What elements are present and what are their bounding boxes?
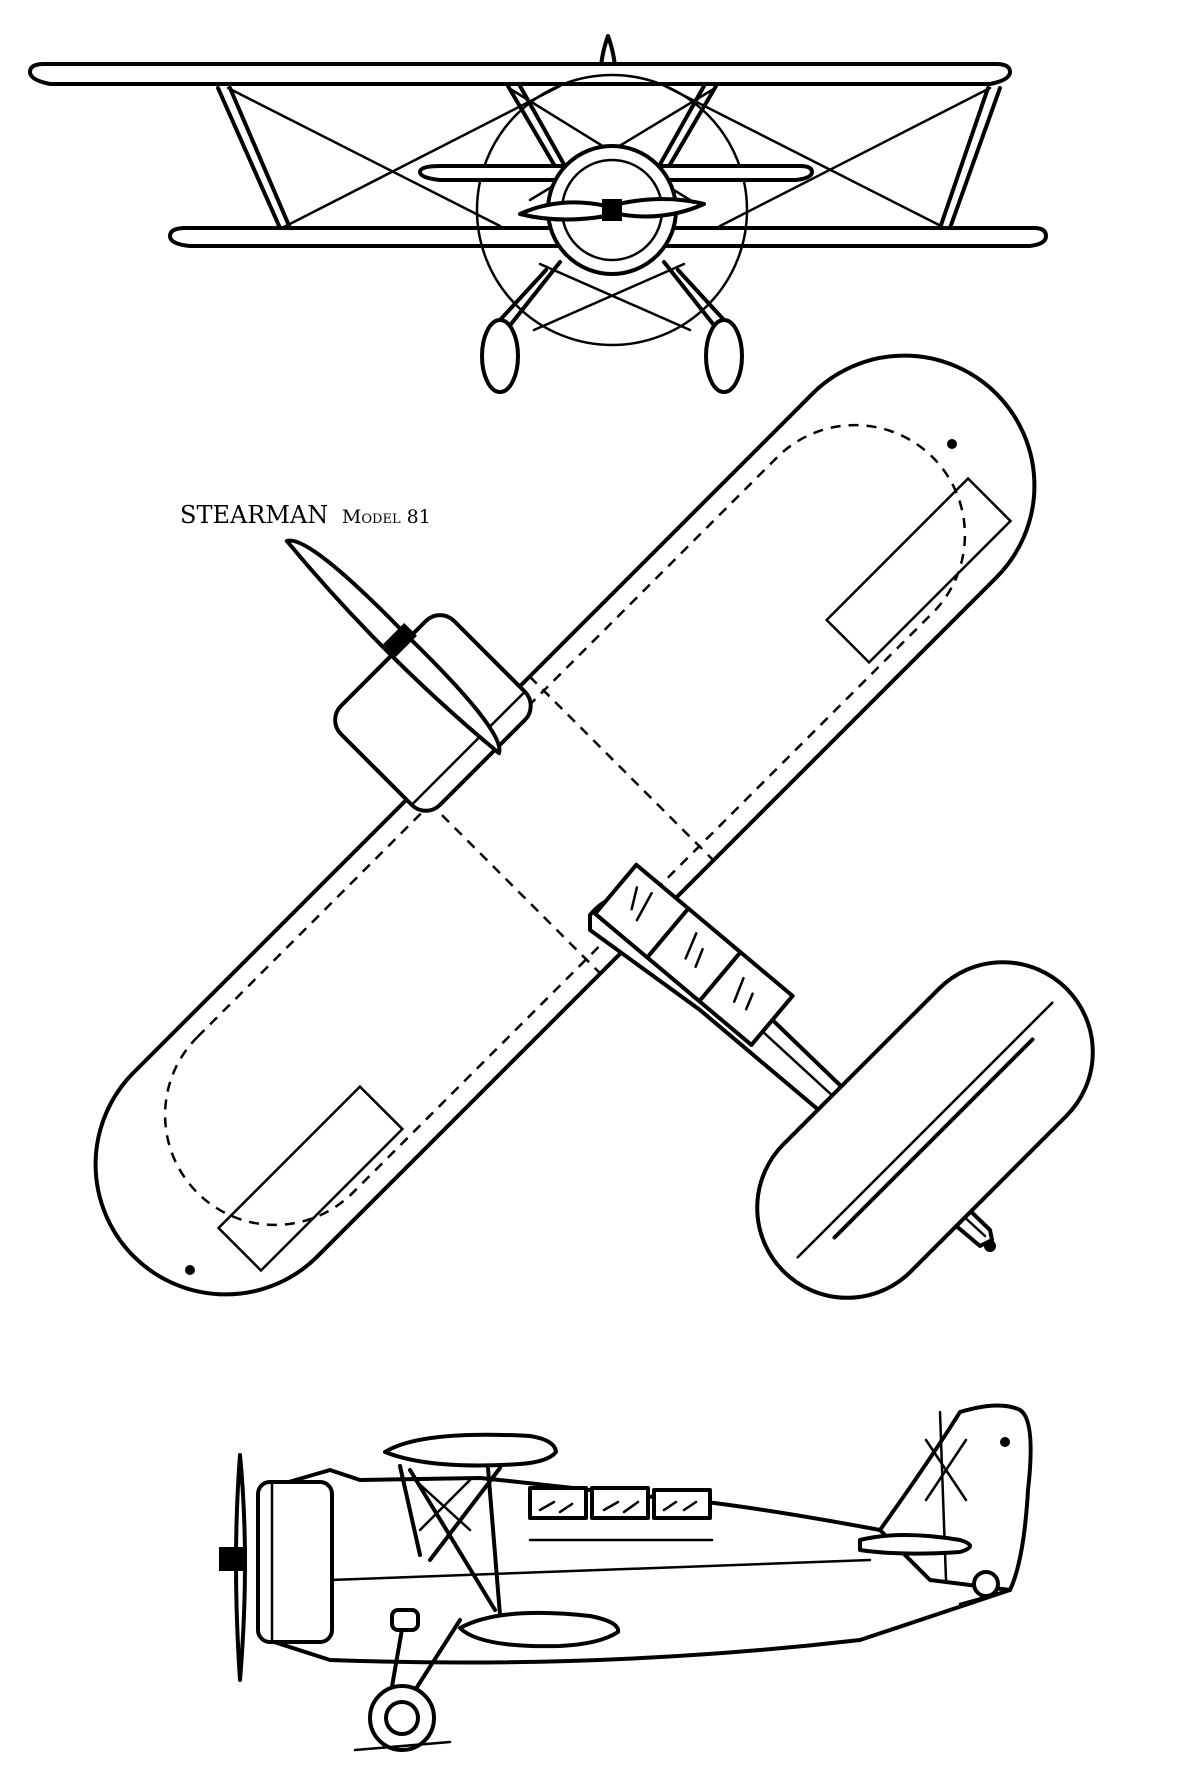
plan-engine-cowling — [333, 613, 533, 813]
side-engine-cowling — [256, 1480, 334, 1644]
side-view — [219, 1403, 1033, 1752]
front-propeller — [518, 200, 608, 222]
drawing-title: STEARMAN Model 81 — [180, 501, 431, 529]
front-propeller-disc — [475, 73, 749, 347]
title-model: Model 81 — [342, 506, 431, 528]
plan-propeller-hub — [383, 623, 417, 657]
side-upper-wing — [383, 1432, 558, 1468]
front-strut-left-inner — [228, 86, 292, 230]
front-strut-right-inner — [938, 86, 990, 230]
front-upper-wing — [28, 62, 1012, 86]
front-wheel-left — [480, 318, 520, 394]
plan-view — [93, 353, 1095, 1300]
front-view — [28, 34, 1048, 394]
plan-cockpit-aft — [697, 950, 795, 1047]
side-window-2 — [590, 1486, 650, 1520]
side-lower-wing — [458, 1610, 621, 1649]
front-wheel-right — [704, 318, 744, 394]
front-strut-left-outer — [216, 86, 282, 230]
front-propeller-hub — [602, 199, 622, 221]
side-window-1 — [528, 1486, 588, 1520]
side-window-3 — [652, 1488, 712, 1520]
side-propeller-hub — [219, 1547, 247, 1571]
side-tail-plane — [858, 1533, 972, 1556]
plan-aileron-right — [824, 476, 1013, 665]
front-strut-right-outer — [948, 86, 1002, 230]
svg-text:STEARMAN Model 81: STEARMAN Model 81 — [180, 501, 431, 529]
plan-aileron-left — [216, 1084, 405, 1273]
side-tail-wheel — [972, 1570, 1000, 1598]
title-make: STEARMAN — [180, 501, 328, 529]
